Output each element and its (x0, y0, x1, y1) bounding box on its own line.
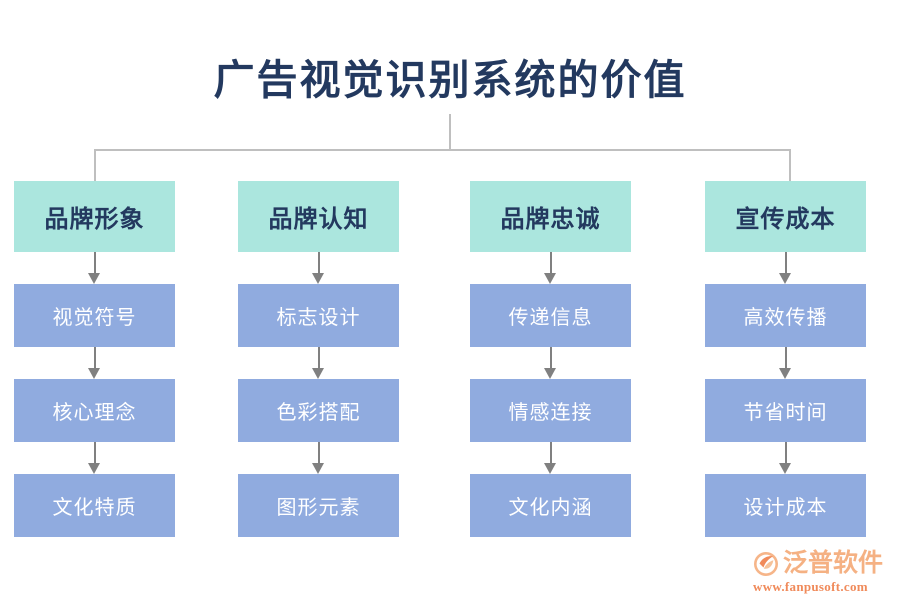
watermark-url: www.fanpusoft.com (753, 578, 868, 594)
down-arrow-icon (470, 442, 631, 474)
node-box[interactable]: 核心理念 (14, 379, 175, 442)
connector-drop-left (94, 149, 96, 182)
node-box[interactable]: 标志设计 (238, 284, 399, 347)
down-arrow-icon (14, 347, 175, 379)
branch-column-brand-loyalty: 品牌忠诚 传递信息 情感连接 文化内涵 (470, 181, 631, 537)
node-box[interactable]: 文化内涵 (470, 474, 631, 537)
branch-header-box[interactable]: 品牌形象 (14, 181, 175, 252)
branch-column-brand-awareness: 品牌认知 标志设计 色彩搭配 图形元素 (238, 181, 399, 537)
page-title: 广告视觉识别系统的价值 (213, 57, 687, 103)
branch-header-box[interactable]: 宣传成本 (705, 181, 866, 252)
down-arrow-icon (238, 442, 399, 474)
node-box[interactable]: 传递信息 (470, 284, 631, 347)
down-arrow-icon (238, 252, 399, 284)
node-box[interactable]: 情感连接 (470, 379, 631, 442)
connector-horizontal-bus (94, 149, 791, 151)
node-box[interactable]: 色彩搭配 (238, 379, 399, 442)
branch-column-promotion-cost: 宣传成本 高效传播 节省时间 设计成本 (705, 181, 866, 537)
down-arrow-icon (470, 347, 631, 379)
down-arrow-icon (705, 347, 866, 379)
node-box[interactable]: 节省时间 (705, 379, 866, 442)
watermark-logo: 泛普软件 www.fanpusoft.com (752, 548, 892, 596)
branch-header-box[interactable]: 品牌忠诚 (470, 181, 631, 252)
node-box[interactable]: 图形元素 (238, 474, 399, 537)
down-arrow-icon (238, 347, 399, 379)
down-arrow-icon (14, 442, 175, 474)
down-arrow-icon (705, 252, 866, 284)
down-arrow-icon (470, 252, 631, 284)
down-arrow-icon (705, 442, 866, 474)
connector-stem (449, 114, 451, 150)
down-arrow-icon (14, 252, 175, 284)
node-box[interactable]: 高效传播 (705, 284, 866, 347)
branch-header-box[interactable]: 品牌认知 (238, 181, 399, 252)
watermark-brand: 泛普软件 (783, 549, 884, 577)
node-box[interactable]: 视觉符号 (14, 284, 175, 347)
node-box[interactable]: 文化特质 (14, 474, 175, 537)
branch-column-brand-image: 品牌形象 视觉符号 核心理念 文化特质 (14, 181, 175, 537)
fanpu-logo-icon (754, 551, 778, 576)
connector-drop-right (789, 149, 791, 182)
node-box[interactable]: 设计成本 (705, 474, 866, 537)
